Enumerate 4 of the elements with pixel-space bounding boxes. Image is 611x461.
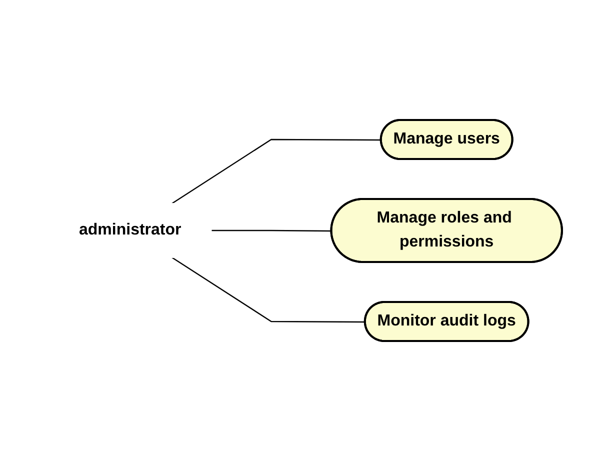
connector [172, 256, 366, 323]
connector [211, 230, 332, 232]
connector [172, 138, 382, 204]
node-text: administrator [79, 221, 182, 238]
